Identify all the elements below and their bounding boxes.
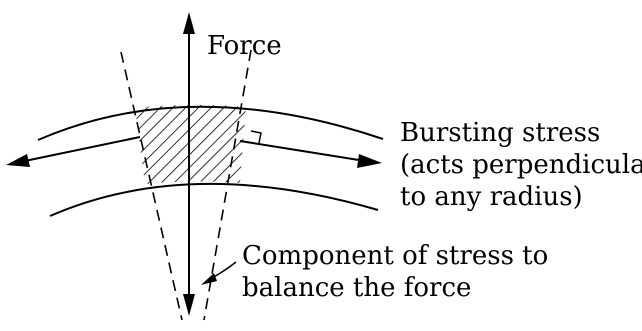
left-stress-arrow-head [6, 154, 30, 167]
outer-wall-arc [37, 105, 384, 141]
right-angle-marker [250, 130, 262, 144]
component-label-line-1: Component of stress to [242, 241, 549, 271]
bursting-stress-label: Bursting stress [400, 118, 601, 148]
right-stress-arrow-head [357, 154, 382, 168]
force-arrow-head-down [183, 294, 195, 316]
bursting-stress-note-line-1: (acts perpendicular [400, 150, 642, 180]
right-radial-line [203, 49, 252, 321]
right-stress-arrow-shaft [239, 140, 366, 162]
left-stress-arrow-shaft [19, 136, 141, 163]
inner-wall-arc [49, 182, 379, 217]
force-label: Force [207, 31, 282, 61]
bursting-stress-note-line-2: to any radius) [400, 182, 583, 212]
force-arrow-head-up [183, 12, 195, 34]
component-label-line-2: balance the force [242, 273, 472, 303]
component-leader-head [201, 273, 217, 285]
left-radial-line [120, 51, 183, 321]
component-leader-line [211, 261, 237, 279]
hatched-wall-section [135, 104, 246, 184]
